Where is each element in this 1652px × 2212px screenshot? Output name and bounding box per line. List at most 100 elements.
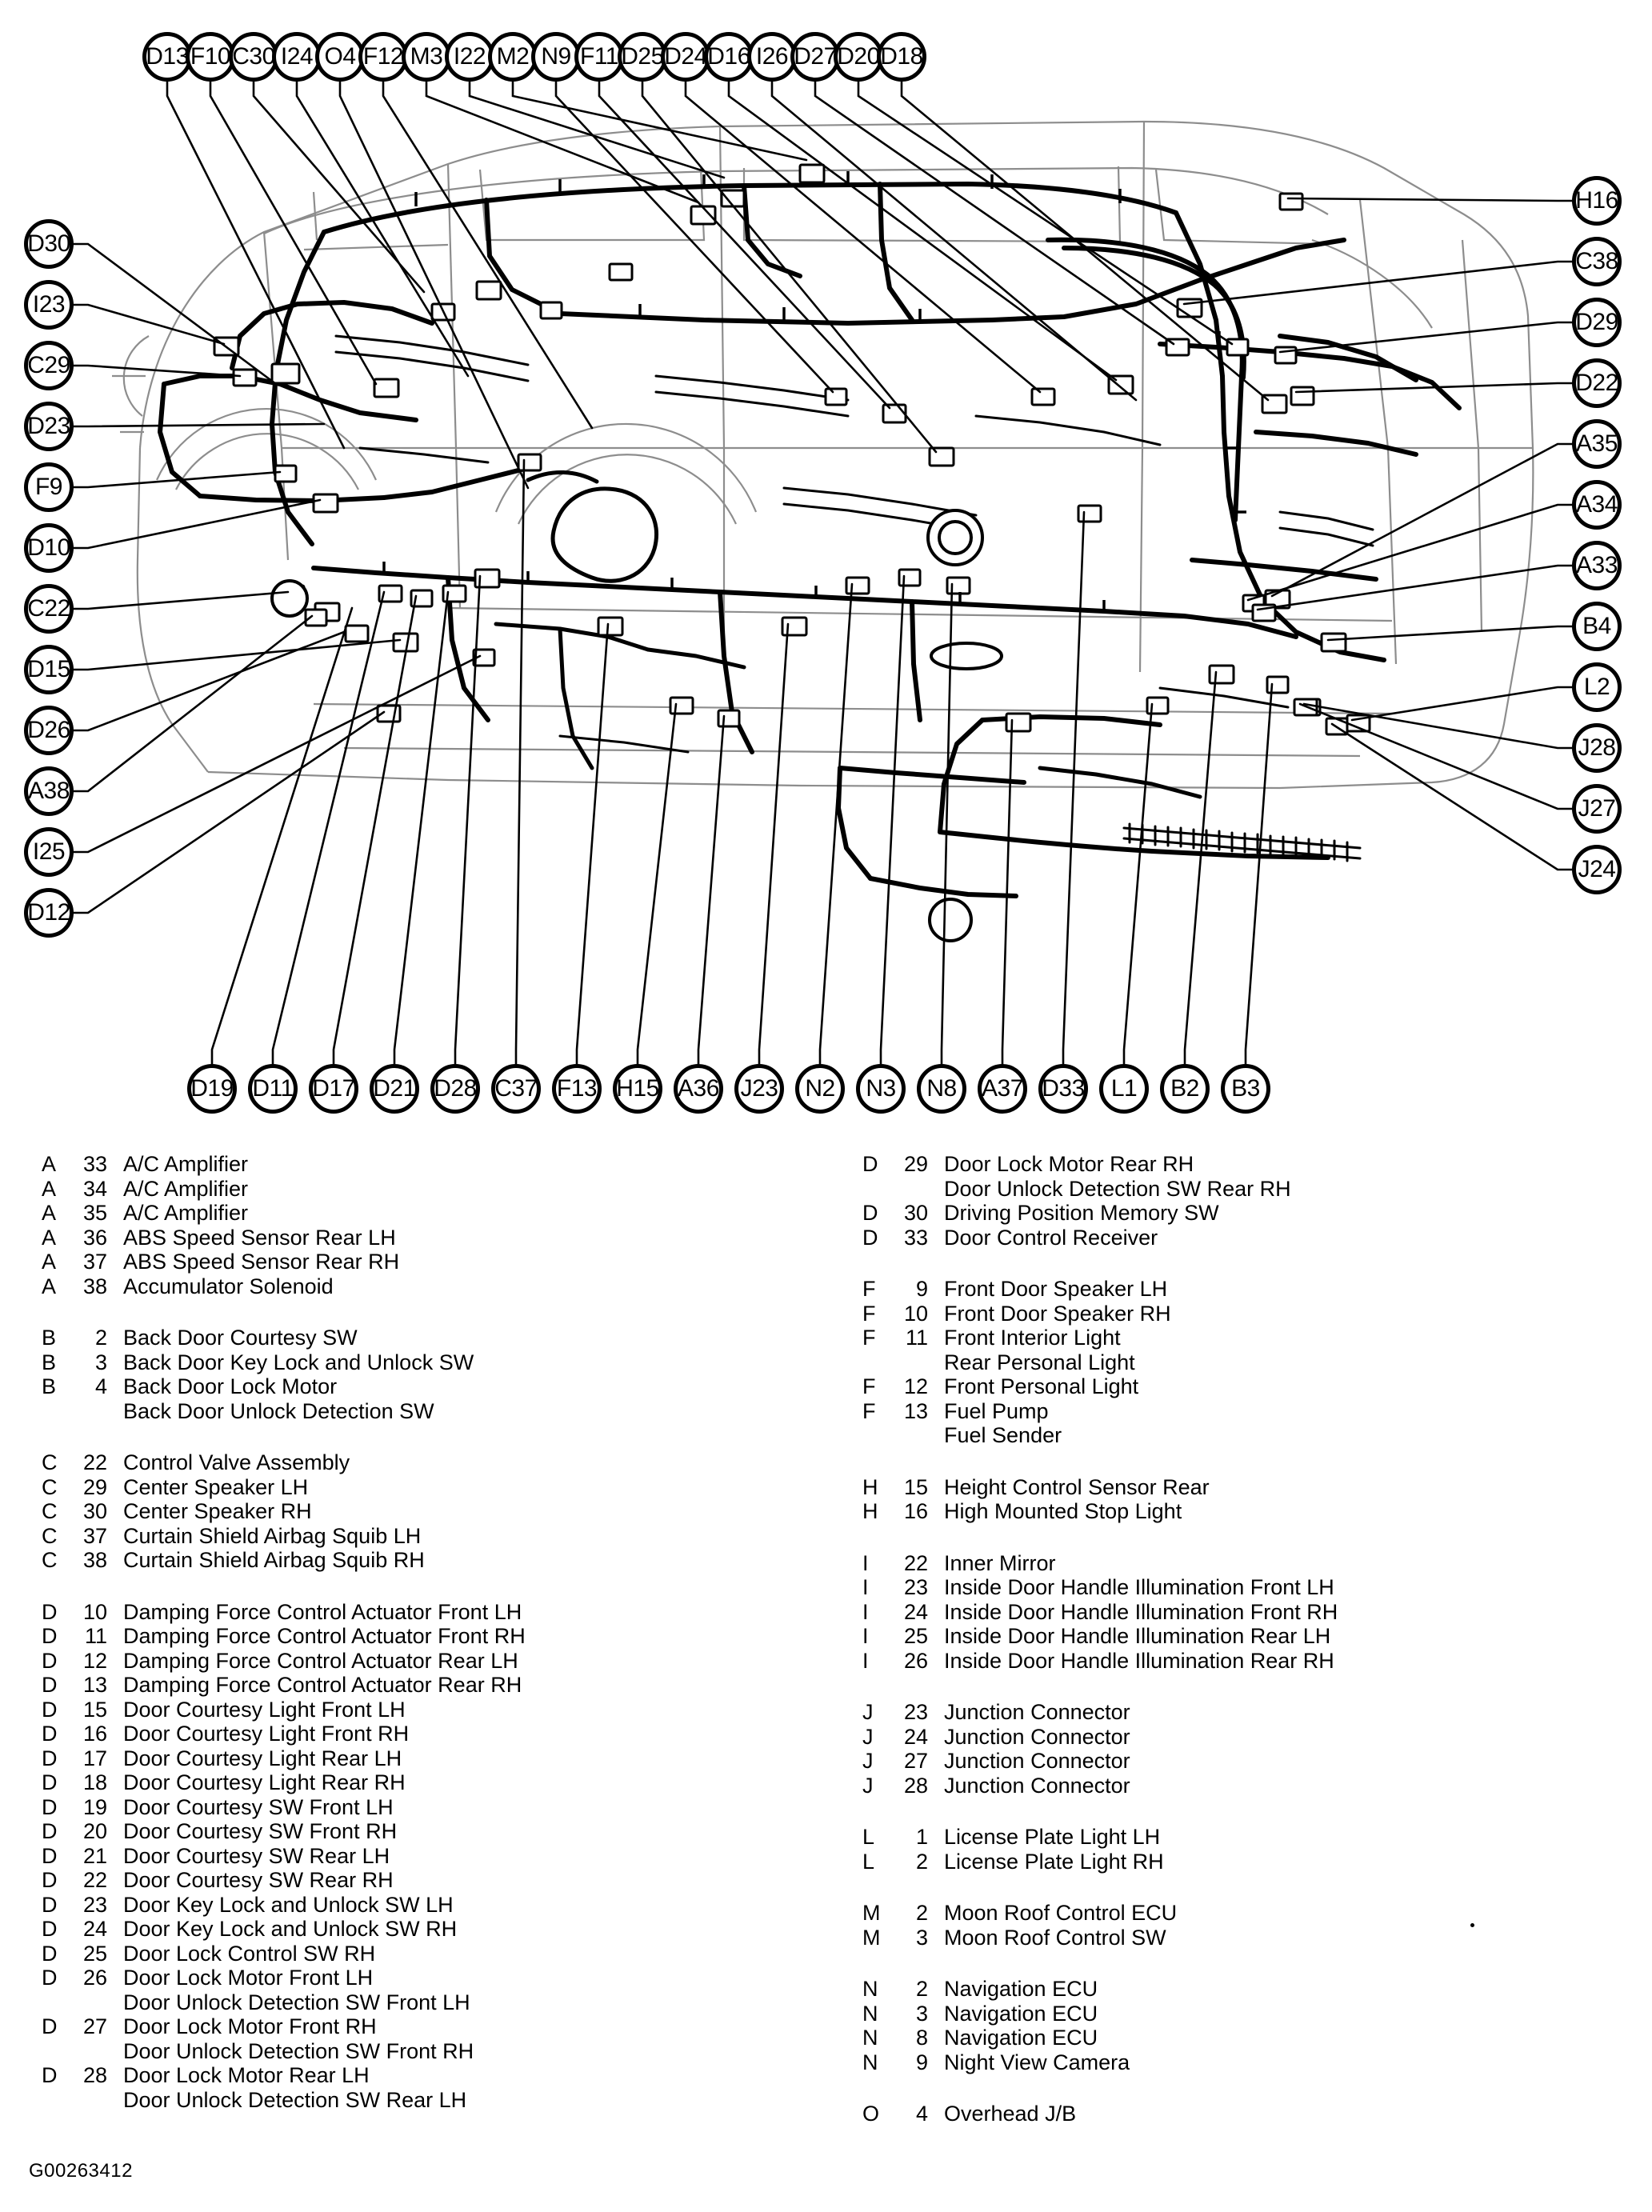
callout-a37[interactable]: A37	[978, 1064, 1027, 1114]
callout-c30[interactable]: C30	[229, 32, 278, 82]
legend-number: 3	[915, 1925, 928, 1950]
legend-letter: D	[42, 1697, 58, 1722]
callout-f10[interactable]: F10	[186, 32, 235, 82]
callout-h16[interactable]: H16	[1572, 176, 1622, 226]
legend-number: 29	[903, 1152, 928, 1176]
callout-a36[interactable]: A36	[674, 1064, 723, 1114]
callout-d12[interactable]: D12	[24, 888, 74, 938]
callout-i25[interactable]: I25	[24, 827, 74, 877]
callout-d29[interactable]: D29	[1572, 298, 1622, 347]
callout-f12[interactable]: F12	[358, 32, 408, 82]
legend-number: 25	[903, 1624, 928, 1648]
legend-letter: D	[42, 1722, 58, 1746]
legend-number: 22	[82, 1450, 107, 1474]
callout-a33[interactable]: A33	[1572, 541, 1622, 590]
legend-number: 34	[82, 1176, 107, 1201]
callout-i23[interactable]: I23	[24, 280, 74, 330]
legend-number: 20	[82, 1819, 107, 1843]
callout-d26[interactable]: D26	[24, 706, 74, 755]
callout-d23[interactable]: D23	[24, 402, 74, 451]
callout-label: D15	[27, 656, 70, 682]
callout-m2[interactable]: M2	[488, 32, 538, 82]
callout-j23[interactable]: J23	[734, 1064, 784, 1114]
callout-c29[interactable]: C29	[24, 341, 74, 390]
callout-d15[interactable]: D15	[24, 645, 74, 694]
legend-number: 16	[903, 1499, 928, 1523]
callout-a38[interactable]: A38	[24, 766, 74, 816]
legend-description: Curtain Shield Airbag Squib RH	[123, 1548, 425, 1572]
callout-d19[interactable]: D19	[187, 1064, 237, 1114]
callout-n9[interactable]: N9	[531, 32, 581, 82]
callout-d13[interactable]: D13	[142, 32, 192, 82]
callout-d33[interactable]: D33	[1038, 1064, 1088, 1114]
callout-label: D12	[27, 899, 70, 926]
legend-letter: D	[42, 1917, 58, 1941]
callout-f9[interactable]: F9	[24, 462, 74, 512]
legend-letter: C	[42, 1548, 58, 1572]
callout-label: A34	[1576, 491, 1618, 518]
legend-description: A/C Amplifier	[123, 1152, 249, 1176]
callout-m3[interactable]: M3	[402, 32, 451, 82]
callout-d11[interactable]: D11	[248, 1064, 298, 1114]
callout-c38[interactable]: C38	[1572, 237, 1622, 286]
callout-l1[interactable]: L1	[1099, 1064, 1149, 1114]
callout-b2[interactable]: B2	[1160, 1064, 1210, 1114]
callout-a34[interactable]: A34	[1572, 480, 1622, 530]
callout-n8[interactable]: N8	[917, 1064, 966, 1114]
legend-description: Driving Position Memory SW	[944, 1201, 1219, 1225]
legend-letter: M	[862, 1925, 881, 1950]
callout-d10[interactable]: D10	[24, 523, 74, 573]
callout-d17[interactable]: D17	[309, 1064, 358, 1114]
callout-d21[interactable]: D21	[370, 1064, 419, 1114]
legend-letter: N	[862, 1977, 878, 2001]
legend-number: 4	[94, 1374, 107, 1398]
callout-b4[interactable]: B4	[1572, 602, 1622, 651]
callout-d27[interactable]: D27	[790, 32, 840, 82]
legend-description: Door Courtesy Light Front RH	[123, 1722, 410, 1746]
callout-d18[interactable]: D18	[877, 32, 926, 82]
callout-b3[interactable]: B3	[1221, 1064, 1270, 1114]
legend-description: Overhead J/B	[944, 2102, 1077, 2126]
callout-c22[interactable]: C22	[24, 584, 74, 634]
legend-description: Damping Force Control Actuator Front LH	[123, 1599, 522, 1624]
callout-o4[interactable]: O4	[315, 32, 365, 82]
callout-label: N9	[541, 43, 571, 70]
callout-d24[interactable]: D24	[661, 32, 710, 82]
callout-c37[interactable]: C37	[491, 1064, 541, 1114]
callout-d28[interactable]: D28	[430, 1064, 480, 1114]
callout-i24[interactable]: I24	[272, 32, 322, 82]
callout-l2[interactable]: L2	[1572, 662, 1622, 712]
callout-n3[interactable]: N3	[856, 1064, 906, 1114]
callout-j24[interactable]: J24	[1572, 845, 1622, 894]
legend-letter: D	[42, 1868, 58, 1892]
callout-a35[interactable]: A35	[1572, 419, 1622, 469]
callout-d25[interactable]: D25	[618, 32, 667, 82]
callout-d30[interactable]: D30	[24, 219, 74, 269]
callout-n2[interactable]: N2	[795, 1064, 845, 1114]
callout-d16[interactable]: D16	[704, 32, 754, 82]
callout-j27[interactable]: J27	[1572, 784, 1622, 834]
callout-h15[interactable]: H15	[613, 1064, 662, 1114]
callout-d22[interactable]: D22	[1572, 358, 1622, 408]
callout-j28[interactable]: J28	[1572, 723, 1622, 773]
legend-number: 22	[82, 1868, 107, 1892]
callout-i22[interactable]: I22	[445, 32, 494, 82]
callout-f13[interactable]: F13	[552, 1064, 602, 1114]
callout-f11[interactable]: F11	[574, 32, 624, 82]
callout-d20[interactable]: D20	[834, 32, 883, 82]
legend-description: Rear Personal Light	[944, 1350, 1135, 1374]
callout-i26[interactable]: I26	[747, 32, 797, 82]
legend-letter: D	[862, 1201, 878, 1225]
legend-letter: D	[42, 1648, 58, 1673]
